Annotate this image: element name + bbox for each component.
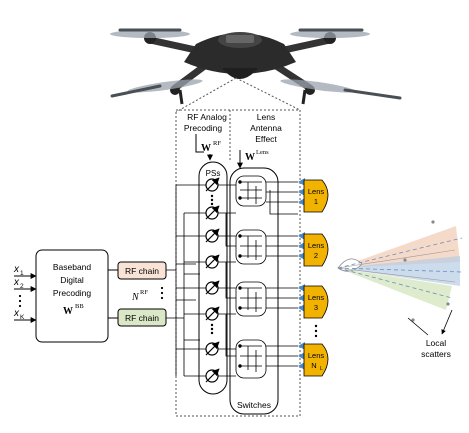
feed-element — [298, 342, 305, 350]
switch-column — [229, 167, 279, 415]
switch-networks — [235, 175, 267, 379]
lens-n-label: Lens — [308, 351, 325, 360]
w-lens-superscript: Lens — [256, 149, 269, 156]
input-streams: x 1 x 2 x K — [13, 264, 37, 323]
n-rf-symbol: N — [131, 292, 140, 303]
lens-antenna-1: Lens 1 — [303, 179, 329, 213]
n-rf-label: N RF — [131, 286, 164, 303]
feed-element — [298, 352, 305, 360]
local-scatters-label-line1: Local — [426, 338, 446, 348]
input-x2-sub: 2 — [20, 283, 24, 290]
scatterer-dots — [403, 220, 450, 322]
feed-element — [298, 284, 305, 292]
pss-label: PSs — [206, 169, 221, 178]
phase-shifter — [205, 368, 220, 383]
input-xk-sub: K — [20, 314, 25, 321]
phase-shifter-column — [198, 161, 228, 395]
feed-element — [298, 198, 305, 206]
w-bb-superscript: BB — [75, 303, 84, 310]
baseband-precoder-box — [35, 249, 109, 343]
feed-element — [298, 242, 305, 250]
lens-antenna-2: Lens 2 — [303, 233, 329, 267]
lens-effect-label-line3: Effect — [255, 134, 277, 144]
rf-chain-1: RF chain — [108, 261, 167, 280]
lens-2-label: Lens — [308, 241, 325, 250]
rf-analog-label-line1: RF Analog — [187, 112, 227, 122]
feed-element — [298, 232, 305, 240]
lens-2-index: 2 — [314, 251, 318, 260]
rf-chain-1-label: RF chain — [125, 266, 159, 276]
switch-to-lens-wiring — [266, 181, 298, 367]
feed-element — [298, 188, 305, 196]
beam-pattern — [337, 226, 463, 310]
feed-element — [298, 178, 305, 186]
switch-block-4 — [235, 339, 267, 379]
local-scatters-label-line2: scatters — [421, 349, 451, 359]
switch-block-2 — [235, 229, 267, 265]
lens-n-subscript: L — [320, 366, 323, 372]
drone-illustration — [110, 28, 402, 105]
phase-shifter — [205, 177, 220, 192]
zoom-lines — [175, 77, 301, 113]
n-rf-superscript: RF — [140, 289, 148, 296]
lens-1-label: Lens — [308, 187, 325, 196]
lens-3-label: Lens — [308, 293, 325, 302]
rf-chain-2: RF chain — [108, 308, 167, 327]
lens-1-index: 1 — [314, 197, 318, 206]
antenna-feeds — [298, 178, 305, 370]
feed-element — [298, 362, 305, 370]
lens-antenna-n: Lens N L — [303, 343, 329, 377]
switches-label: Switches — [237, 400, 271, 410]
lens-n-symbol: N — [311, 361, 316, 370]
baseband-label-line1: Baseband — [53, 262, 92, 272]
w-lens-symbol: W — [245, 152, 255, 163]
phase-shifter — [205, 254, 220, 269]
phase-shifter — [205, 205, 220, 220]
w-rf-symbol: W — [201, 143, 211, 154]
phase-shifter — [205, 306, 220, 321]
lens-antenna-3: Lens 3 — [303, 285, 329, 319]
w-rf-superscript: RF — [213, 140, 221, 147]
phase-shifter — [205, 341, 220, 356]
feed-element — [298, 294, 305, 302]
rf-analog-label-line2: Precoding — [184, 123, 223, 133]
local-scatters-annotation: Local scatters — [407, 309, 453, 359]
phase-shifter — [205, 280, 220, 295]
lens-effect-label-line2: Antenna — [250, 123, 282, 133]
input-xk: x — [13, 308, 20, 319]
lens-effect-label-line1: Lens — [257, 112, 275, 122]
input-x2: x — [13, 277, 20, 288]
feed-element — [298, 304, 305, 312]
rf-to-ps-wiring — [166, 184, 206, 377]
ps-ellipsis-dots — [210, 194, 214, 335]
switch-block-3 — [235, 281, 267, 317]
feed-element — [298, 252, 305, 260]
lens-3-index: 3 — [314, 303, 318, 312]
baseband-label-line2: Digital — [60, 275, 84, 285]
switch-block-1 — [235, 175, 267, 207]
transceiver-outline — [175, 109, 301, 417]
baseband-label-line3: Precoding — [53, 288, 92, 298]
ps-to-switch-wiring — [218, 184, 236, 377]
input-x1: x — [13, 264, 20, 275]
rf-chain-2-label: RF chain — [125, 313, 159, 323]
w-bb-symbol: W — [63, 306, 73, 317]
phase-shifters — [205, 177, 220, 383]
lens-dots — [314, 324, 318, 338]
phase-shifter — [205, 228, 220, 243]
input-x1-sub: 1 — [20, 270, 24, 277]
